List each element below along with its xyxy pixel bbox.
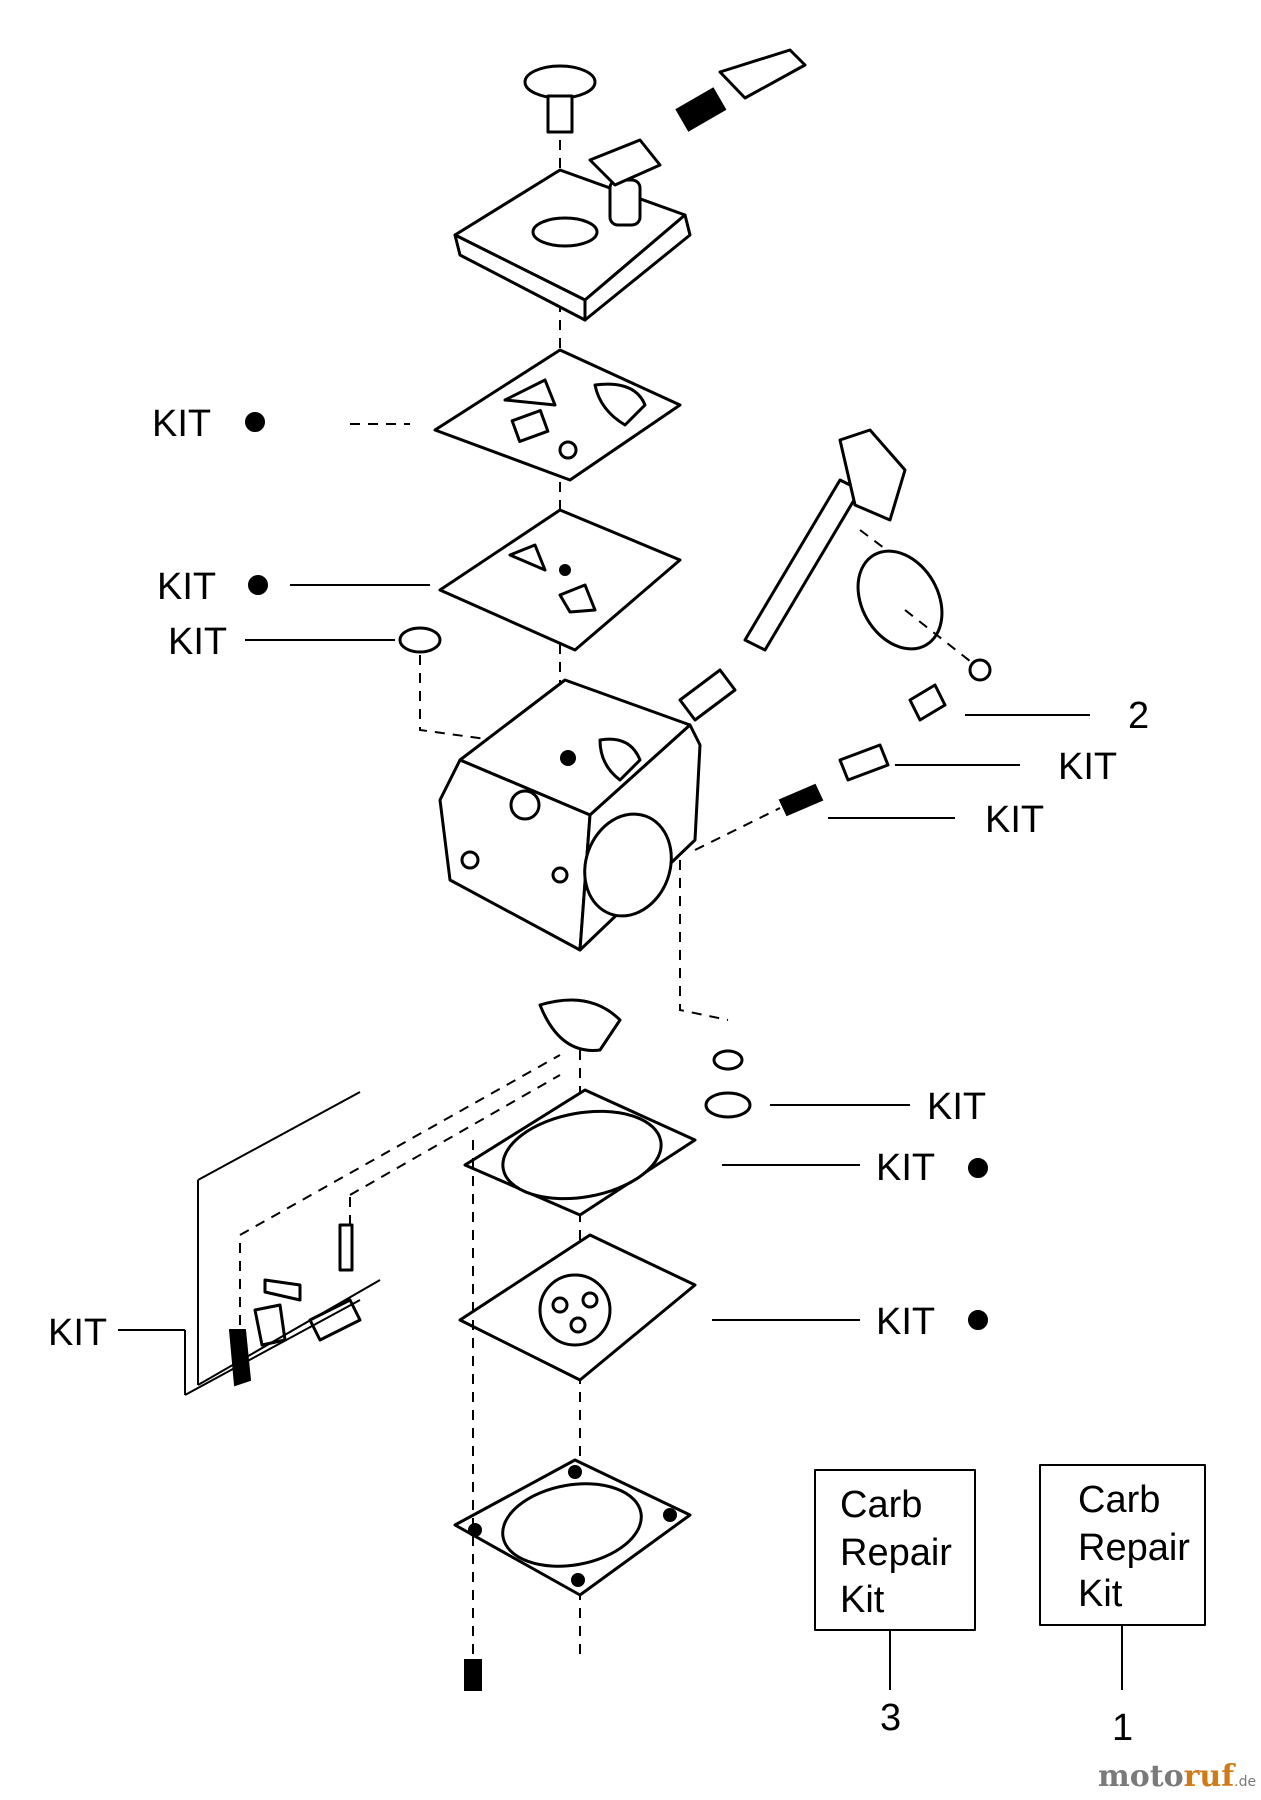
callout-kit-7: KIT <box>876 1147 935 1189</box>
watermark-part2: ruf <box>1184 1759 1237 1794</box>
bullet-kit-1 <box>245 412 265 432</box>
bullet-kit-2 <box>248 575 268 595</box>
kit-box-1-line3: Kit <box>1078 1573 1123 1615</box>
top-cover-plate <box>453 138 692 322</box>
kit-box-3: Carb Repair Kit 3 <box>814 1469 976 1739</box>
callout-kit-8: KIT <box>876 1301 935 1343</box>
adjust-needle <box>675 48 807 132</box>
watermark-part1: moto <box>1098 1759 1184 1794</box>
callout-kit-9: KIT <box>48 1312 107 1354</box>
callout-num-2: 2 <box>1128 695 1149 737</box>
diaphragm <box>458 1233 697 1382</box>
callout-kit-6: KIT <box>927 1086 986 1128</box>
kit-box-1: Carb Repair Kit 1 <box>1039 1464 1206 1749</box>
gasket-1 <box>433 348 682 482</box>
kit-box-3-line2: Repair <box>840 1532 952 1574</box>
left-bracket <box>118 1091 381 1396</box>
callout-kit-3: KIT <box>168 621 227 663</box>
kit-box-3-line3: Kit <box>840 1579 885 1621</box>
bullet-kit-7 <box>968 1158 988 1178</box>
needle-parts-right <box>694 683 947 851</box>
gasket-3 <box>463 1088 697 1217</box>
callout-num-3: 3 <box>880 1697 901 1739</box>
body-dash-right <box>679 860 729 1021</box>
carburetor-body <box>438 678 702 952</box>
small-cap <box>398 626 442 654</box>
metering-lever <box>538 998 622 1052</box>
bullet-kit-8 <box>968 1310 988 1330</box>
check-valve <box>704 1049 752 1119</box>
watermark-logo: motoruf.de <box>1098 1759 1256 1794</box>
callout-kit-5: KIT <box>985 799 1044 841</box>
spring <box>678 668 737 722</box>
bottom-cover <box>453 1458 692 1597</box>
kit-box-1-line1: Carb <box>1078 1479 1160 1521</box>
callout-num-1: 1 <box>1112 1707 1133 1749</box>
kit-box-3-line1: Carb <box>840 1484 922 1526</box>
callout-kit-1: KIT <box>152 403 211 445</box>
bottom-screw <box>464 1659 482 1691</box>
watermark-suffix: .de <box>1234 1774 1256 1790</box>
kit-box-1-line2: Repair <box>1078 1527 1190 1569</box>
callout-kit-2: KIT <box>157 566 216 608</box>
throttle-shaft <box>743 428 992 682</box>
gasket-2 <box>438 508 682 652</box>
top-screw <box>523 64 597 134</box>
svg-text:motoruf.de: motoruf.de <box>1098 1759 1256 1794</box>
callout-kit-4: KIT <box>1058 746 1117 788</box>
